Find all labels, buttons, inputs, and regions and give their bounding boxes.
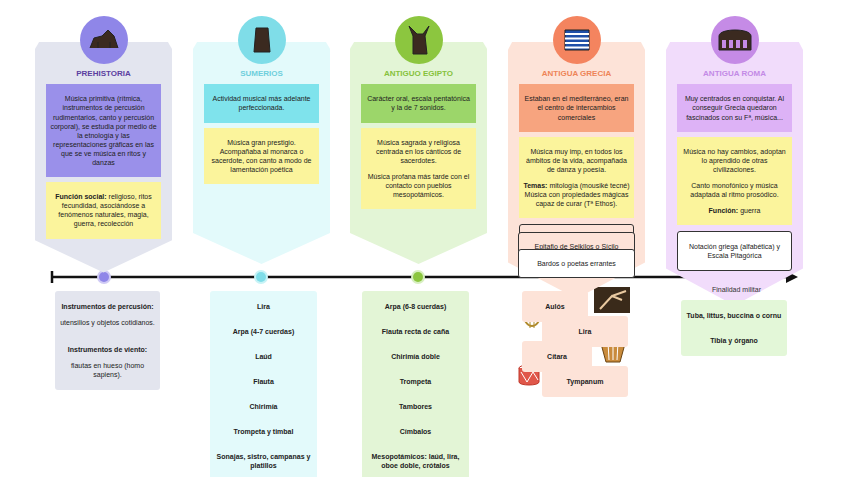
- era-title: ANTIGUA ROMA: [666, 69, 803, 79]
- info-box: Música primitiva (rítmica, instrumentos …: [46, 84, 161, 177]
- panel-content: ANTIGUO EGIPTO Carácter oral, escala pent…: [350, 42, 487, 209]
- info-box: Música gran prestigio. Acompañaba al mon…: [204, 128, 319, 184]
- text-line: Música profana más tarde con el contacto…: [365, 172, 472, 199]
- instrument-box: Tibia y órgano: [681, 325, 787, 356]
- arch: [736, 40, 740, 48]
- info-box: Música sagrada y religiosa centrada en l…: [361, 128, 476, 210]
- instrument-box: Instrumentos de percusión: utensilios y o…: [55, 291, 160, 338]
- flag-stripe: [565, 47, 589, 49]
- icon-figure: [565, 30, 589, 50]
- text-line: Címbalos: [366, 427, 465, 436]
- info-box: Estaban en el mediterráneo, eran el cent…: [519, 84, 634, 131]
- text-line: Bardos o poetas errantes: [523, 259, 630, 268]
- text-line: Música gran prestigio. Acompañaba al mon…: [208, 138, 315, 174]
- flag-stripe: [565, 38, 589, 40]
- text-line: Función social:religioso, ritos fecundid…: [50, 192, 157, 228]
- text-line: Tympanum: [546, 377, 624, 386]
- arch: [743, 40, 747, 48]
- text-line: Trompeta: [366, 377, 465, 386]
- text-line: Flauta recta de caña: [366, 327, 465, 336]
- instrument-box: Tympanum: [542, 366, 628, 397]
- arch: [729, 40, 733, 48]
- text-line: Aulós: [526, 302, 584, 311]
- panel-content: ANTIGUA ROMA Muy centrados en conquistar.…: [666, 42, 803, 271]
- era-panel: SUMERIOS Actividad musical más adelante p…: [193, 42, 330, 264]
- info-box: Carácter oral, escala pentatónica y la d…: [361, 84, 476, 122]
- icon-figure: [254, 28, 270, 52]
- panel-outline: [35, 42, 172, 273]
- icon-figure: [90, 30, 118, 48]
- era-title: SUMERIOS: [193, 69, 330, 79]
- icon-circle: [238, 16, 286, 64]
- text-line: flautas en hueso (homo sapiens).: [59, 361, 156, 379]
- icon-figure: [409, 26, 429, 54]
- arch: [722, 40, 726, 48]
- text-line: Temas:mitología (mousiké tecné) Música c…: [523, 181, 630, 208]
- flag-stripe: [565, 33, 589, 35]
- era-title: ANTIGUA GRECIA: [508, 69, 645, 79]
- instrument-box: Instrumentos de viento: flautas en hueso …: [55, 334, 160, 390]
- bold-label: Función:: [709, 207, 739, 214]
- info-box: Notación griega (alfabética) y Escala Pi…: [677, 231, 792, 271]
- text-line: Chirimía doble: [366, 352, 465, 361]
- bold-label: Temas:: [523, 182, 547, 189]
- text-line: Tibia y órgano: [685, 336, 783, 345]
- text-line: Instrumentos de viento:: [59, 345, 156, 354]
- info-box: Muy centrados en conquistar. Al consegui…: [677, 84, 792, 131]
- info-box: Actividad musical más adelante perfeccio…: [204, 84, 319, 122]
- text-line: Lira: [546, 327, 624, 336]
- text-line: Estaban en el mediterráneo, eran el cent…: [523, 94, 630, 121]
- text-line: Muy centrados en conquistar. Al consegui…: [681, 94, 788, 121]
- era-panel: ANTIGUA ROMA Muy centrados en conquistar.…: [666, 42, 803, 305]
- panel-content: SUMERIOS Actividad musical más adelante p…: [193, 42, 330, 184]
- text-line: Actividad musical más adelante perfeccio…: [208, 94, 315, 112]
- panel-outline: [666, 42, 803, 305]
- text-body: guerra: [740, 207, 760, 214]
- instrument-box: Mesopotámicos: laúd, lira, oboe doble, c…: [362, 441, 469, 477]
- icon-figure: [719, 30, 751, 50]
- text-line: Función:guerra: [681, 206, 788, 215]
- text-line: utensilios y objetos cotidianos.: [59, 318, 156, 327]
- era-panel: PREHISTORIA Música primitiva (rítmica, in…: [35, 42, 172, 273]
- info-box: Función social:religioso, ritos fecundid…: [46, 182, 161, 238]
- era-title: PREHISTORIA: [35, 69, 172, 79]
- text-line: Laúd: [214, 352, 313, 361]
- info-box: Música no hay cambios, adoptan lo aprend…: [677, 137, 792, 226]
- text-line: Música sagrada y religiosa centrada en l…: [365, 138, 472, 165]
- text-line: Música primitiva (rítmica, instrumentos …: [50, 94, 157, 167]
- note-label: Finalidad militar: [712, 286, 761, 293]
- text-line: Sonajas, sistro, campanas y platillos: [214, 452, 313, 470]
- text-line: Notación griega (alfabética) y Escala Pi…: [682, 242, 787, 260]
- text-line: Arpa (4-7 cuerdas): [214, 327, 313, 336]
- text-line: Trompeta y timbal: [214, 427, 313, 436]
- text-line: Canto monofónico y música adaptada al ri…: [681, 181, 788, 199]
- text-line: Instrumentos de percusión:: [59, 302, 156, 311]
- bold-label: Función social:: [55, 193, 106, 200]
- text-line: Mesopotámicos: laúd, lira, oboe doble, c…: [366, 452, 465, 470]
- icon-circle: [80, 16, 128, 64]
- panel-outline: [193, 42, 330, 264]
- era-panel: ANTIGUO EGIPTO Carácter oral, escala pent…: [350, 42, 487, 264]
- icon-circle: [553, 16, 601, 64]
- panel-outline: [350, 42, 487, 264]
- panel-outline: [508, 42, 645, 298]
- panel-content: PREHISTORIA Música primitiva (rítmica, in…: [35, 42, 172, 239]
- instrument-box: Sonajas, sistro, campanas y platillos: [210, 441, 317, 477]
- era-title: ANTIGUO EGIPTO: [350, 69, 487, 79]
- text-line: Carácter oral, escala pentatónica y la d…: [365, 94, 472, 112]
- text-line: Lira: [214, 302, 313, 311]
- text-line: Tambores: [366, 402, 465, 411]
- icon-circle: [711, 16, 759, 64]
- info-box: Música muy imp, en todos los ámbitos de …: [519, 137, 634, 219]
- text-line: Música no hay cambios, adoptan lo aprend…: [681, 147, 788, 174]
- icon-circle: [395, 16, 443, 64]
- text-line: Cítara: [526, 352, 588, 361]
- text-line: Chirimía: [214, 402, 313, 411]
- text-line: Flauta: [214, 377, 313, 386]
- text-line: Arpa (6-8 cuerdas): [366, 302, 465, 311]
- text-line: Tuba, littus, buccina o cornu: [685, 311, 783, 320]
- text-line: Música muy imp, en todos los ámbitos de …: [523, 147, 630, 174]
- flag-stripe: [565, 42, 589, 44]
- note-box: Bardos o poetas errantes: [518, 249, 635, 278]
